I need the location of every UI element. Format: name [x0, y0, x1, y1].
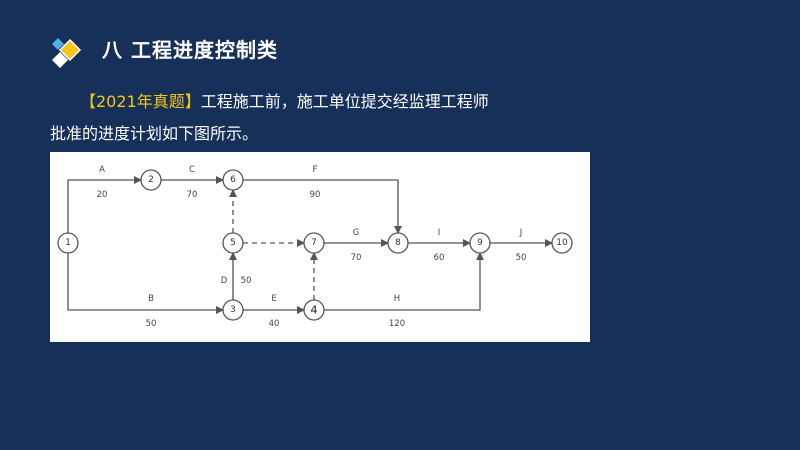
activity-duration-f: 90	[310, 190, 321, 200]
node-8: 8	[387, 232, 409, 254]
node-4: 4	[303, 299, 325, 321]
activity-arrow-b	[67, 253, 224, 314]
node-label: 5	[230, 238, 236, 248]
node-circle	[469, 232, 491, 254]
node-circle	[303, 232, 325, 254]
activity-name-g: G	[353, 228, 360, 238]
activity-name-j: J	[519, 228, 523, 238]
node-9: 9	[469, 232, 491, 254]
node-label: 8	[395, 238, 401, 248]
node-10: 10	[551, 232, 573, 254]
node-5: 5	[222, 232, 244, 254]
node-circle	[222, 169, 244, 191]
activity-name-d: D	[221, 276, 228, 286]
question-line-1: 【2021年真题】工程施工前，施工单位提交经监理工程师	[80, 88, 489, 112]
node-1: 1	[57, 232, 79, 254]
activity-name-c: C	[189, 165, 195, 175]
activity-duration-j: 50	[516, 253, 527, 263]
node-circle	[303, 299, 325, 321]
node-3: 3	[222, 299, 244, 321]
activity-duration-a: 20	[97, 190, 108, 200]
activity-duration-b: 50	[146, 319, 157, 329]
diamond-logo-icon	[52, 38, 82, 68]
activity-duration-c: 70	[187, 190, 198, 200]
exam-year-tag: 【2021年真题】	[80, 92, 201, 111]
question-text-2: 批准的进度计划如下图所示。	[50, 124, 259, 143]
node-label: 7	[311, 238, 317, 248]
activity-arrow-a	[67, 176, 142, 233]
activity-arrow-h	[324, 252, 484, 311]
activity-name-i: I	[438, 228, 441, 238]
activity-arrow-f	[243, 179, 402, 234]
activity-name-h: H	[394, 294, 400, 304]
node-label: 10	[556, 238, 568, 248]
node-label: 1	[65, 238, 71, 248]
node-2: 2	[140, 169, 162, 191]
node-label: 9	[477, 238, 483, 248]
section-title: 八 工程进度控制类	[102, 38, 278, 62]
activity-duration-g: 70	[351, 253, 362, 263]
node-circle	[140, 169, 162, 191]
node-circle	[222, 232, 244, 254]
activity-duration-e: 40	[269, 319, 280, 329]
activity-name-f: F	[313, 165, 318, 175]
node-circle	[222, 299, 244, 321]
node-label: 2	[148, 175, 154, 185]
activity-name-a: A	[99, 165, 105, 175]
activity-name-b: B	[148, 294, 154, 304]
node-label: 4	[311, 304, 318, 317]
node-circle	[57, 232, 79, 254]
activity-name-e: E	[271, 294, 276, 304]
activity-duration-d: 50	[241, 276, 252, 286]
question-text-1: 工程施工前，施工单位提交经监理工程师	[200, 92, 489, 111]
node-6: 6	[222, 169, 244, 191]
node-circle	[551, 232, 573, 254]
activity-duration-h: 120	[389, 319, 405, 329]
node-label: 3	[230, 305, 236, 315]
activity-duration-i: 60	[434, 253, 445, 263]
node-7: 7	[303, 232, 325, 254]
node-circle	[387, 232, 409, 254]
node-label: 6	[230, 175, 236, 185]
